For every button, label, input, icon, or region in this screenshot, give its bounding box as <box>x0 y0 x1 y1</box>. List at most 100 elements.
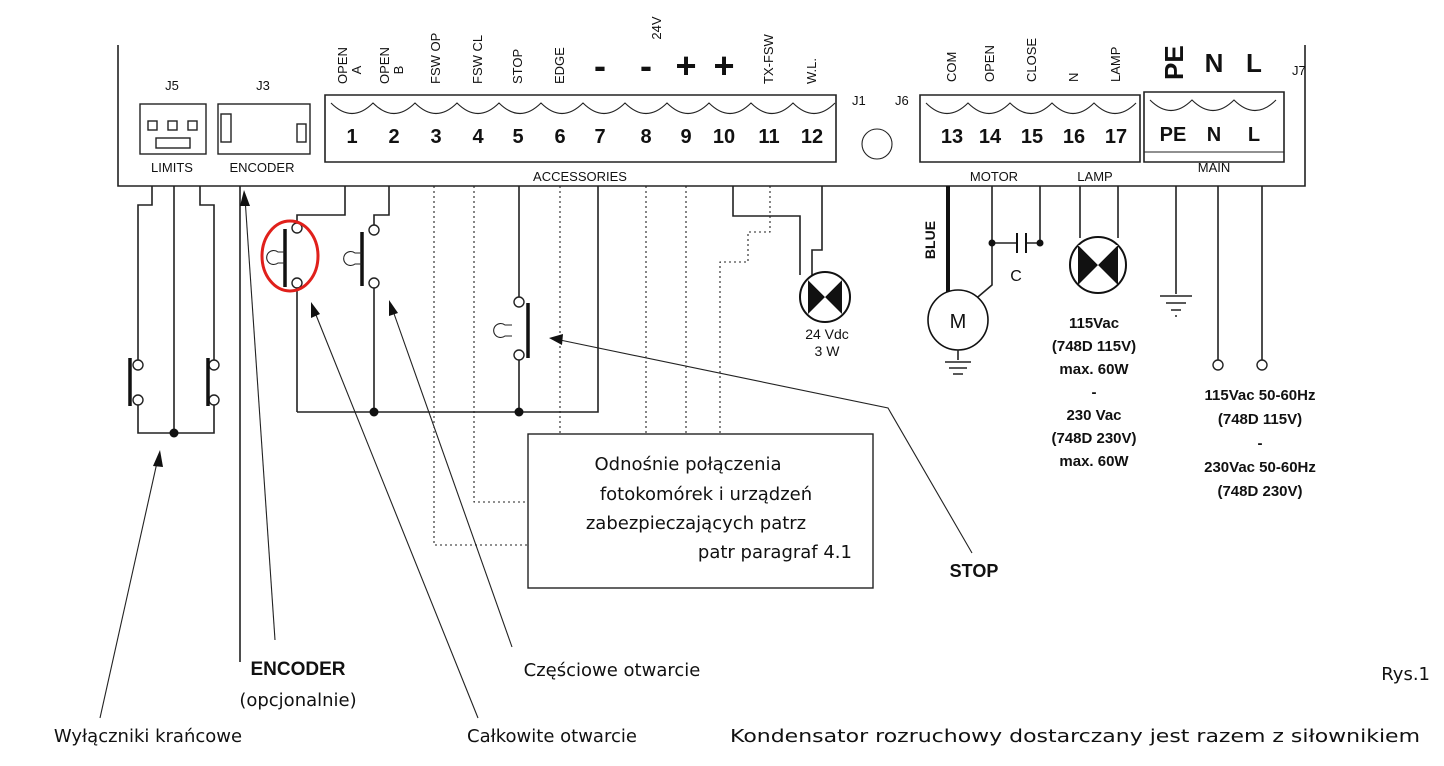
common-bus <box>297 186 599 413</box>
main-label: MAIN <box>1198 160 1231 175</box>
main-terminal-3: L <box>1248 124 1260 146</box>
motor-terminal-2: 14 <box>979 126 1002 148</box>
j6-terminal-block: J6 COM OPEN CLOSE N LAMP 13 14 15 16 17 MOTOR LA… <box>895 38 1141 184</box>
main-label-3: L <box>1246 48 1262 78</box>
warning-lamp-voltage: 24 Vdc <box>805 326 849 342</box>
motor-label-3: CLOSE <box>1024 38 1039 82</box>
main-label-1: PE <box>1159 45 1189 80</box>
accessories-label-6: EDGE <box>552 47 567 84</box>
highlight-circle <box>260 219 320 293</box>
j1-name: J1 <box>852 93 866 108</box>
motor-terminal-4: 16 <box>1063 126 1085 148</box>
stop-callout: STOP <box>950 561 999 581</box>
lamp-spec-line-3: max. 60W <box>1059 361 1129 378</box>
accessories-label-2-suffix: B <box>391 66 406 75</box>
j7-name: J7 <box>1292 63 1306 78</box>
accessories-label-1-suffix: A <box>349 65 364 74</box>
mains-spec-line-2: (748D 115V) <box>1218 411 1302 428</box>
accessories-terminal-8: 8 <box>640 126 651 148</box>
lamp-spec-line-6: (748D 230V) <box>1051 430 1136 447</box>
accessories-label-3: FSW OP <box>428 33 443 84</box>
limit-switches-callout: Wyłączniki krańcowe <box>54 726 242 747</box>
motor-terminal-1: 13 <box>941 126 963 148</box>
accessories-label-11: TX-FSW <box>761 33 776 84</box>
note-line-1: Odnośnie połączenia <box>594 454 781 475</box>
j3-connector: J3 ENCODER <box>217 78 311 175</box>
accessories-terminal-1: 1 <box>346 126 357 148</box>
motor-wiring: BLUE C M <box>922 186 1044 375</box>
motor-terminal-5: 17 <box>1105 126 1127 148</box>
accessories-label-2: OPEN <box>377 47 392 84</box>
j5-label: LIMITS <box>151 160 193 175</box>
limit-switches-wiring <box>128 186 220 438</box>
partial-open-button-symbol <box>343 186 390 412</box>
board-outline <box>117 45 1306 187</box>
full-open-button-symbol <box>266 186 346 412</box>
accessories-terminal-11: 11 <box>758 126 779 148</box>
accessories-terminal-12: 12 <box>801 126 823 148</box>
accessories-label-8: - <box>640 45 652 86</box>
accessories-terminal-7: 7 <box>594 126 605 148</box>
stop-button-symbol <box>493 186 530 412</box>
main-terminal-1: PE <box>1160 124 1187 146</box>
j6-name: J6 <box>895 93 909 108</box>
accessories-label-9: + <box>675 45 696 86</box>
warning-lamp-power: 3 W <box>815 343 841 359</box>
accessories-terminal-5: 5 <box>512 126 523 148</box>
warning-lamp-symbol: 24 Vdc 3 W <box>732 186 851 359</box>
accessories-label-1: OPEN <box>335 47 350 84</box>
lamp-spec-line-7: max. 60W <box>1059 453 1129 470</box>
accessories-terminal-6: 6 <box>554 126 565 148</box>
main-label-2: N <box>1205 48 1224 78</box>
accessories-terminal-2: 2 <box>388 126 399 148</box>
lamp-spec-line-1: 115Vac <box>1069 315 1119 332</box>
mains-spec-line-3: - <box>1258 435 1263 452</box>
encoder-callout-sub: (opcjonalnie) <box>239 690 356 711</box>
j5-connector: J5 LIMITS <box>139 78 207 175</box>
capacitor-label: C <box>1010 268 1022 285</box>
accessories-label-4: FSW CL <box>470 35 485 84</box>
lamp-group-label: LAMP <box>1077 169 1112 184</box>
encoder-callout-title: ENCODER <box>250 659 345 680</box>
safety-wiring <box>433 186 771 546</box>
accessories-label: ACCESSORIES <box>533 169 627 184</box>
callout-arrows <box>99 190 973 719</box>
supply-label: 24V <box>649 16 664 39</box>
motor-label-1: COM <box>944 52 959 82</box>
mains-wiring: 115Vac 50-60Hz(748D 115V)-230Vac 50-60Hz… <box>1160 186 1316 500</box>
accessories-terminal-9: 9 <box>680 126 691 148</box>
accessories-label-12: W.L. <box>804 58 819 84</box>
junction-dot <box>514 407 524 417</box>
j3-name: J3 <box>256 78 270 93</box>
figure-label: Rys.1 <box>1381 664 1430 685</box>
accessories-label-5: STOP <box>510 49 525 84</box>
accessories-terminal-10: 10 <box>713 126 735 148</box>
partial-open-callout: Częściowe otwarcie <box>524 660 701 681</box>
lamp-spec-line-4: - <box>1092 384 1097 401</box>
lamp-spec-line-5: 230 Vac <box>1066 407 1121 424</box>
lamp-spec-line-2: (748D 115V) <box>1052 338 1136 355</box>
note-box <box>527 433 874 589</box>
motor-group-label: MOTOR <box>970 169 1018 184</box>
mains-spec-line-5: (748D 230V) <box>1217 483 1302 500</box>
mounting-hole <box>861 128 893 160</box>
junction-dot <box>369 407 379 417</box>
note-line-2: fotokomórek i urządzeń <box>600 484 812 505</box>
motor-label: M <box>950 311 967 333</box>
motor-terminal-3: 15 <box>1021 126 1043 148</box>
j5-name: J5 <box>165 78 179 93</box>
accessories-label-7: - <box>594 45 606 86</box>
full-open-callout: Całkowite otwarcie <box>467 726 637 747</box>
motor-label-5: LAMP <box>1108 47 1123 82</box>
note-line-4: patr paragraf 4.1 <box>698 542 852 563</box>
main-terminal-2: N <box>1207 124 1221 146</box>
mains-spec-line-1: 115Vac 50-60Hz <box>1205 387 1316 404</box>
accessories-terminal-3: 3 <box>430 126 441 148</box>
motor-label-4: N <box>1066 73 1081 82</box>
accessories-terminal-4: 4 <box>472 126 484 148</box>
motor-label-2: OPEN <box>982 45 997 82</box>
mains-lamp-symbol: 115Vac (748D 115V) max. 60W - 230 Vac (748D 2… <box>1051 186 1137 470</box>
